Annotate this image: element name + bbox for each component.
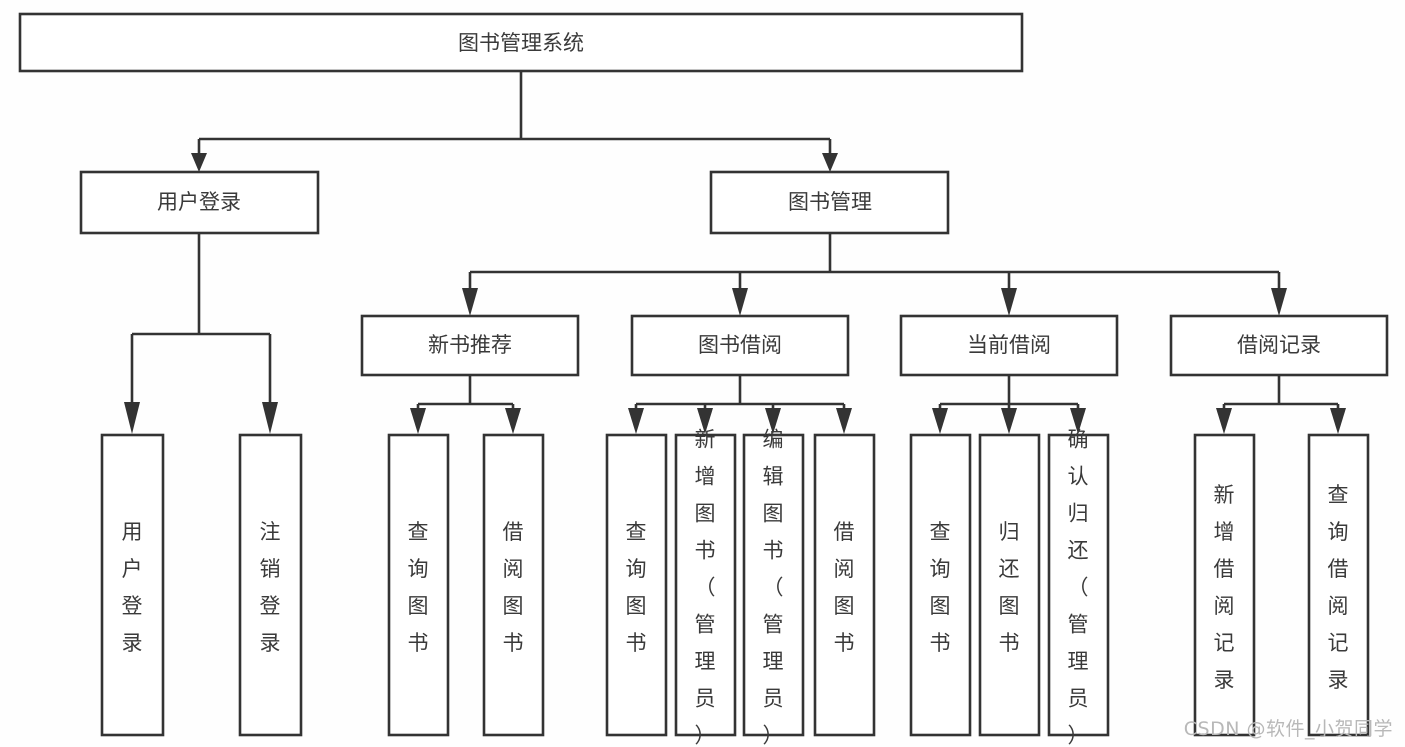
node-leaf-query-book-3-box[interactable]	[909, 433, 972, 737]
arrow-head-leaf-query-book-2	[628, 408, 644, 434]
arrow-head-leaf-logout	[262, 402, 278, 434]
node-new-book-rec-box[interactable]	[360, 314, 580, 377]
node-root-box[interactable]	[18, 12, 1024, 73]
arrow-head-leaf-borrow-book-2	[836, 408, 852, 434]
node-leaf-edit-book-label: 编辑图书（管理员）	[763, 428, 784, 747]
arrow-head-book-borrow	[732, 288, 748, 316]
node-leaf-user-login[interactable]: 用户登录	[100, 433, 165, 737]
node-leaf-query-book-1-label: 查询图书	[408, 520, 429, 655]
node-user-login-label: 用户登录	[157, 190, 241, 214]
arrow-head-leaf-query-book-3	[932, 408, 948, 434]
node-leaf-add-record-label: 新增借阅记录	[1214, 483, 1235, 692]
arrow-head-leaf-add-book	[697, 408, 713, 434]
node-leaf-borrow-book-2-label: 借阅图书	[834, 520, 855, 655]
arrow-head-leaf-query-book-1	[410, 408, 426, 434]
node-leaf-return-book[interactable]: 归还图书	[978, 433, 1041, 737]
arrow-head-leaf-confirm-return	[1070, 408, 1086, 434]
arrow-head-leaf-return-book	[1001, 408, 1017, 434]
arrow-head-leaf-query-record	[1330, 408, 1346, 434]
node-leaf-confirm-return-box[interactable]	[1047, 433, 1110, 737]
node-leaf-return-book-box[interactable]	[978, 433, 1041, 737]
node-leaf-query-book-2-box[interactable]	[605, 433, 668, 737]
node-leaf-logout-box[interactable]	[238, 433, 303, 737]
node-leaf-query-book-1[interactable]: 查询图书	[387, 433, 450, 737]
node-leaf-borrow-book-2[interactable]: 借阅图书	[813, 433, 876, 737]
node-new-book-rec[interactable]: 新书推荐	[360, 314, 580, 377]
node-leaf-add-book-box[interactable]	[674, 433, 737, 737]
arrow-head-leaf-edit-book	[765, 408, 781, 434]
node-leaf-borrow-book-2-box[interactable]	[813, 433, 876, 737]
arrow-head-leaf-borrow-book-1	[505, 408, 521, 434]
node-current-borrow[interactable]: 当前借阅	[899, 314, 1119, 377]
node-leaf-confirm-return[interactable]: 确认归还（管理员）	[1047, 428, 1110, 747]
node-leaf-borrow-book-1[interactable]: 借阅图书	[482, 433, 545, 737]
node-root-label: 图书管理系统	[458, 31, 584, 55]
node-leaf-query-book-1-box[interactable]	[387, 433, 450, 737]
node-borrow-record-box[interactable]	[1169, 314, 1389, 377]
node-leaf-user-login-box[interactable]	[100, 433, 165, 737]
node-leaf-query-record-label: 查询借阅记录	[1328, 483, 1349, 692]
node-leaf-edit-book[interactable]: 编辑图书（管理员）	[742, 428, 805, 747]
node-current-borrow-label: 当前借阅	[967, 333, 1051, 357]
node-user-login[interactable]: 用户登录	[79, 170, 320, 235]
node-leaf-user-login-label: 用户登录	[122, 520, 143, 655]
arrow-head-borrow-record	[1271, 288, 1287, 316]
arrow-head-current-borrow	[1001, 288, 1017, 316]
connector-layer	[124, 71, 1346, 434]
node-book-borrow-box[interactable]	[630, 314, 850, 377]
node-leaf-query-record[interactable]: 查询借阅记录	[1307, 433, 1370, 737]
node-book-borrow-label: 图书借阅	[698, 333, 782, 357]
node-book-manage[interactable]: 图书管理	[709, 170, 950, 235]
node-leaf-return-book-label: 归还图书	[999, 520, 1020, 655]
node-leaf-add-book[interactable]: 新增图书（管理员）	[674, 428, 737, 747]
node-book-manage-box[interactable]	[709, 170, 950, 235]
node-leaf-add-book-label: 新增图书（管理员）	[695, 428, 716, 747]
node-leaf-query-book-3-label: 查询图书	[930, 520, 951, 655]
node-borrow-record[interactable]: 借阅记录	[1169, 314, 1389, 377]
arrow-head-new-book-rec	[462, 288, 478, 316]
node-leaf-add-record-box[interactable]	[1193, 433, 1256, 737]
node-leaf-edit-book-box[interactable]	[742, 433, 805, 737]
node-user-login-box[interactable]	[79, 170, 320, 235]
node-leaf-query-book-3[interactable]: 查询图书	[909, 433, 972, 737]
node-leaf-logout[interactable]: 注销登录	[238, 433, 303, 737]
node-leaf-query-record-box[interactable]	[1307, 433, 1370, 737]
node-current-borrow-box[interactable]	[899, 314, 1119, 377]
node-leaf-query-book-2-label: 查询图书	[626, 520, 647, 655]
node-leaf-borrow-book-1-label: 借阅图书	[503, 520, 524, 655]
node-root[interactable]: 图书管理系统	[18, 12, 1024, 73]
arrow-head-book-manage	[822, 153, 838, 172]
node-new-book-rec-label: 新书推荐	[428, 333, 512, 357]
arrow-head-leaf-user-login	[124, 402, 140, 434]
node-book-borrow[interactable]: 图书借阅	[630, 314, 850, 377]
arrow-head-user-login	[191, 153, 207, 172]
arrow-head-leaf-add-record	[1216, 408, 1232, 434]
node-leaf-query-book-2[interactable]: 查询图书	[605, 433, 668, 737]
node-borrow-record-label: 借阅记录	[1237, 333, 1321, 357]
node-leaf-confirm-return-label: 确认归还（管理员）	[1068, 428, 1089, 747]
node-leaf-add-record[interactable]: 新增借阅记录	[1193, 433, 1256, 737]
node-leaf-borrow-book-1-box[interactable]	[482, 433, 545, 737]
node-leaf-logout-label: 注销登录	[260, 520, 281, 655]
node-book-manage-label: 图书管理	[788, 190, 872, 214]
